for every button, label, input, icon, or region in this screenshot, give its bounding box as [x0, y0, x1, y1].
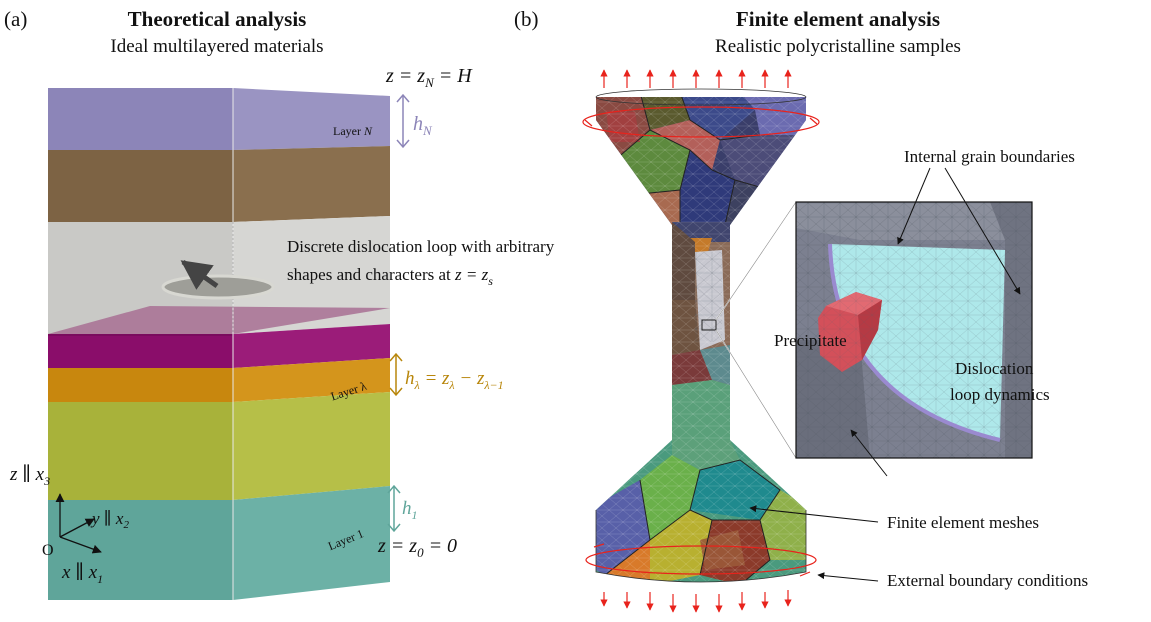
layer-olive-front: [48, 402, 233, 500]
layer-lambda-side: [233, 358, 390, 402]
bottom-load-arrows: [600, 590, 792, 613]
axis-y-label: y ∥ x2: [90, 509, 129, 531]
magenta-top-edge: [48, 334, 233, 336]
panel-b-subtitle: Realistic polycristalline samples: [715, 36, 961, 57]
layer-gray-side: [233, 216, 390, 334]
top-boundary-equation: z = zN = H: [385, 65, 473, 90]
svg-text:hN: hN: [413, 113, 433, 138]
external-bc-label: External boundary conditions: [887, 571, 1088, 590]
h-n-dimension: hN: [396, 93, 433, 149]
panel-a-label: (a): [4, 7, 27, 31]
dislocation-loop-dynamics-label-1: Dislocation: [955, 359, 1034, 378]
h-lambda-dimension: hλ = zλ − zλ−1: [389, 352, 504, 397]
loop-description-line-2: shapes and characters at z = zs: [287, 265, 493, 288]
zoom-inset: [796, 202, 1032, 458]
svg-text:hλ = zλ − zλ−1: hλ = zλ − zλ−1: [405, 368, 504, 392]
pink-layer-top: [48, 306, 390, 334]
h-1-dimension: h1: [387, 484, 418, 533]
layer-brown-side: [233, 146, 390, 222]
layer-brown-front: [48, 150, 233, 222]
layer-lambda-front: [48, 368, 233, 402]
bottom-boundary-equation: z = z0 = 0: [377, 535, 457, 560]
dislocation-loop: [161, 274, 275, 300]
multilayer-block: Layer N Layer λ Layer 1: [48, 88, 390, 600]
coordinate-axes: z ∥ x3 y ∥ x2 x ∥ x1 O: [9, 464, 129, 586]
layer-olive-side: [233, 392, 390, 500]
panel-b-title: Finite element analysis: [736, 7, 940, 31]
loop-description-line-1: Discrete dislocation loop with arbitrary: [287, 237, 555, 256]
top-load-arrows: [600, 69, 792, 88]
axis-z-label: z ∥ x3: [9, 464, 50, 488]
grain-boundaries-label: Internal grain boundaries: [904, 147, 1075, 166]
origin-label: O: [42, 542, 54, 559]
top-load-ring: [582, 106, 820, 138]
axis-x-label: x ∥ x1: [61, 562, 103, 586]
bottom-load-ring: [585, 545, 817, 575]
layer-magenta-side: [233, 324, 390, 368]
fe-meshes-label: Finite element meshes: [887, 513, 1039, 532]
panel-a-title: Theoretical analysis: [128, 7, 307, 31]
layer-1-side: [233, 486, 390, 600]
panel-a-subtitle: Ideal multilayered materials: [110, 36, 323, 57]
layer-n-side: [233, 88, 390, 150]
layer-1-front: [48, 500, 233, 600]
precipitate-label: Precipitate: [774, 331, 847, 350]
layer-n-label: Layer N: [333, 124, 373, 138]
dislocation-loop-dynamics-label-2: loop dynamics: [950, 385, 1050, 404]
burgers-vector-arrow: [180, 259, 219, 290]
panel-b-label: (b): [514, 7, 539, 31]
layer-magenta-front: [48, 334, 233, 368]
layer-n-front: [48, 88, 233, 150]
svg-text:h1: h1: [402, 498, 418, 522]
